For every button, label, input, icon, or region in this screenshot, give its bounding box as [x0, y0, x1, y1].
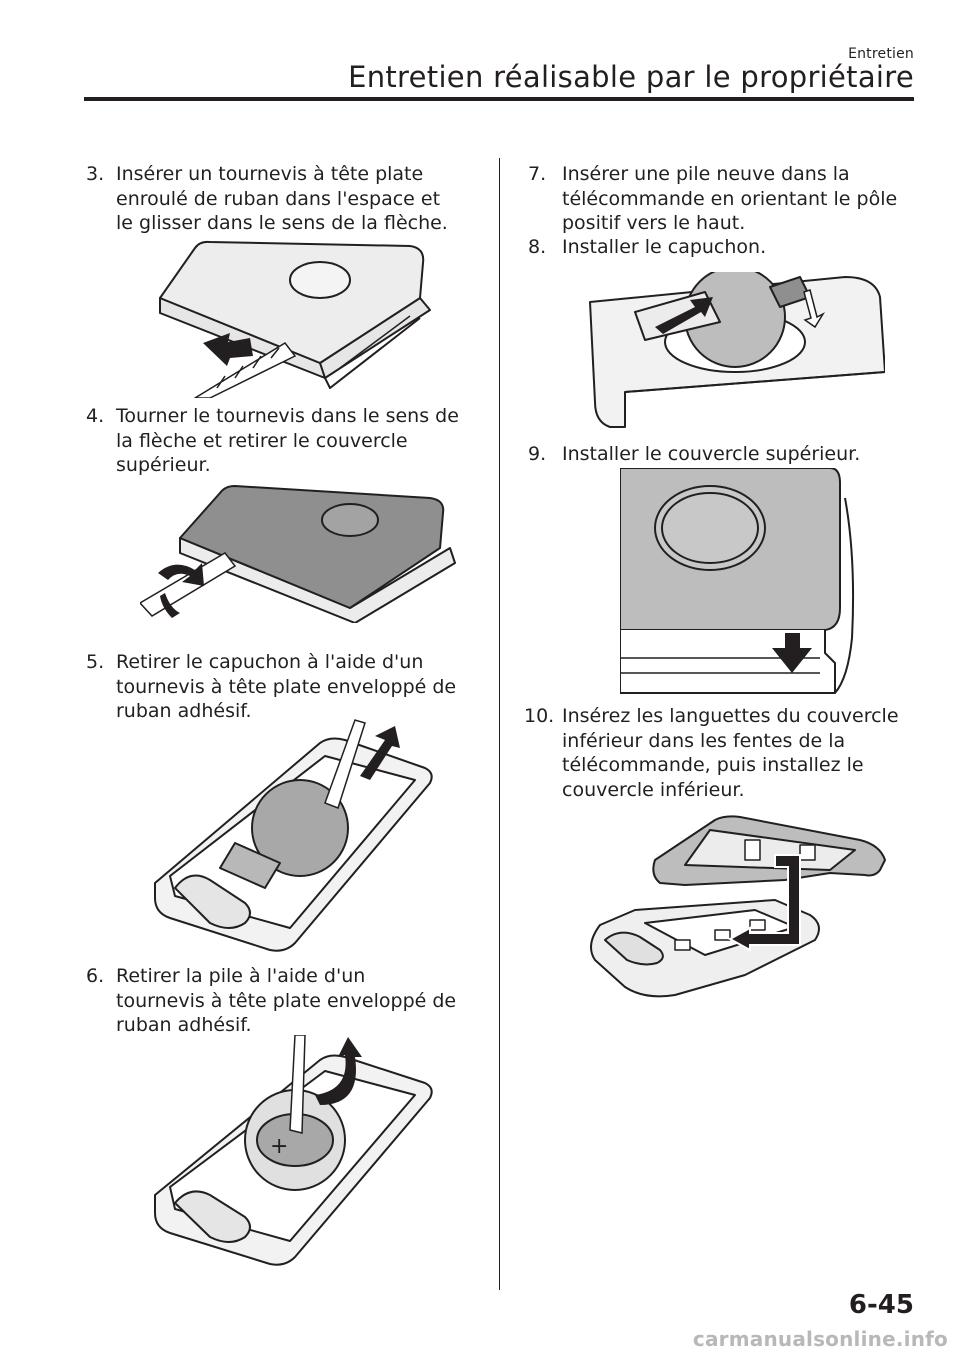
step-text: Insérer une pile neuve dans la	[562, 163, 850, 185]
step-3: 3. Insérer un tournevis à tête plate enro…	[86, 162, 486, 236]
step-text: télécommande en orientant le pôle	[562, 187, 898, 210]
step-text: télécommande, puis installez le	[562, 754, 864, 776]
step-5: 5. Retirer le capuchon à l'aide d'un tour…	[86, 650, 486, 724]
step-text: Insérez les languettes du couvercle	[562, 705, 899, 727]
step-text: supérieur.	[116, 454, 211, 476]
step-text: Insérer un tournevis à tête plate	[116, 163, 424, 185]
header-section-label: Entretien	[848, 46, 914, 62]
step-text: le glisser dans le sens de la flèche.	[116, 212, 448, 234]
step-number: 6.	[86, 965, 105, 987]
step-text: Installer le capuchon.	[562, 236, 767, 258]
step-number: 7.	[528, 163, 547, 185]
step-text: Retirer la pile à l'aide d'un	[116, 965, 366, 987]
step-10: 10. Insérez les languettes du couvercle i…	[524, 704, 934, 802]
page-number: 6-45	[848, 1290, 914, 1320]
figure-install-top-cover	[620, 468, 855, 694]
step-8: 8. Installer le capuchon.	[528, 235, 928, 260]
watermark: carmanualsonline.info	[692, 1327, 948, 1351]
svg-text:+: +	[270, 1134, 288, 1159]
page-title: Entretien réalisable par le propriétaire	[348, 60, 914, 94]
column-divider	[499, 158, 500, 1290]
step-6: 6. Retirer la pile à l'aide d'un tournevi…	[86, 964, 486, 1038]
step-text: enroulé de ruban dans l'espace et	[116, 187, 441, 210]
step-number: 9.	[528, 443, 547, 465]
step-text: inférieur dans les fentes de la	[562, 729, 846, 752]
figure-remove-cap	[154, 719, 433, 952]
step-text: Tourner le tournevis dans le sens de	[116, 405, 459, 427]
step-text: tournevis à tête plate enveloppé de	[116, 675, 457, 698]
step-number: 3.	[86, 163, 105, 185]
step-number: 5.	[86, 651, 105, 673]
step-text: Installer le couvercle supérieur.	[562, 443, 861, 465]
figure-insert-screwdriver	[159, 240, 431, 398]
step-text: tournevis à tête plate enveloppé de	[116, 989, 457, 1012]
step-number: 4.	[86, 405, 105, 427]
step-text: la flèche et retirer le couvercle	[116, 429, 408, 452]
step-text: Retirer le capuchon à l'aide d'un	[116, 651, 424, 673]
step-text: couvercle inférieur.	[562, 778, 745, 801]
step-7: 7. Insérer une pile neuve dans la télécom…	[528, 162, 928, 236]
step-text: ruban adhésif.	[116, 1014, 252, 1036]
header-rule	[84, 97, 914, 101]
step-9: 9. Installer le couvercle supérieur.	[528, 442, 928, 467]
figure-install-cap	[589, 272, 885, 428]
figure-twist-screwdriver	[140, 485, 456, 623]
step-text: ruban adhésif.	[116, 700, 252, 722]
step-number: 10.	[524, 705, 555, 727]
step-number: 8.	[528, 236, 547, 258]
step-4: 4. Tourner le tournevis dans le sens de l…	[86, 404, 486, 478]
step-text: positif vers le haut.	[562, 212, 746, 234]
figure-remove-battery: +	[154, 1035, 433, 1266]
figure-install-bottom-cover	[590, 815, 886, 998]
